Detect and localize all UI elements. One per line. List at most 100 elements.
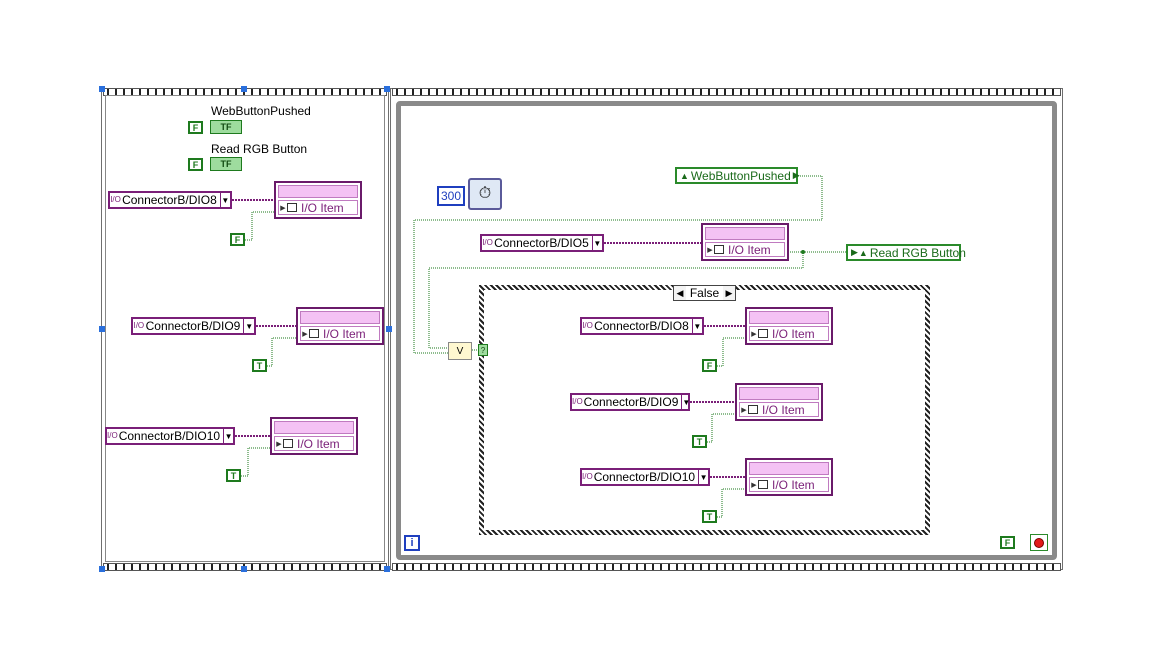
case-next-arrow[interactable]: ▶ <box>723 286 735 300</box>
false-constant[interactable]: F <box>188 158 203 171</box>
indicator-label-webbuttonpushed: WebButtonPushed <box>211 104 311 118</box>
triangle-icon: ▶ <box>302 330 308 338</box>
frame-2-film-bottom <box>392 563 1061 571</box>
or-function[interactable]: V <box>448 342 472 360</box>
property-node-header <box>739 387 819 400</box>
local-variable-label: WebButtonPushed <box>690 168 791 183</box>
property-node-header <box>705 227 785 240</box>
webbuttonpushed-indicator[interactable]: TF <box>210 120 242 134</box>
arrow-icon: ▶ <box>792 170 800 180</box>
iteration-terminal[interactable]: i <box>404 535 420 551</box>
chevron-down-icon[interactable]: ▼ <box>223 429 233 443</box>
io-name-dio8[interactable]: I/O ConnectorB/DIO8 ▼ <box>580 317 704 335</box>
chevron-down-icon[interactable]: ▼ <box>243 319 254 333</box>
chevron-down-icon[interactable]: ▼ <box>698 470 708 484</box>
property-node-dio5[interactable]: ▶I/O Item <box>701 223 789 261</box>
io-name-dio8[interactable]: I/O ConnectorB/DIO8 ▼ <box>108 191 232 209</box>
loop-condition-terminal[interactable] <box>1030 534 1048 551</box>
io-name-text: ConnectorB/DIO10 <box>593 470 696 484</box>
chevron-down-icon[interactable]: ▼ <box>691 319 702 333</box>
io-glyph-icon: I/O <box>107 431 118 440</box>
selection-handle[interactable] <box>384 86 390 92</box>
io-name-text: ConnectorB/DIO8 <box>594 319 689 333</box>
or-label: V <box>456 345 464 357</box>
case-selector-label: False <box>689 286 720 300</box>
wait-ms-constant[interactable]: 300 <box>437 186 465 206</box>
selection-handle[interactable] <box>386 326 392 332</box>
io-glyph-icon: I/O <box>133 321 145 330</box>
property-row[interactable]: ▶I/O Item <box>749 477 829 492</box>
property-row[interactable]: ▶I/O Item <box>705 242 785 257</box>
local-variable-webbuttonpushed[interactable]: ▲ WebButtonPushed ▶ <box>675 167 800 184</box>
io-name-text: ConnectorB/DIO9 <box>583 395 679 409</box>
selection-handle[interactable] <box>241 86 247 92</box>
frame-2-film-top <box>392 88 1061 96</box>
boolean-indicator-glyph: TF <box>220 159 232 169</box>
stopwatch-icon: ⏱ <box>478 185 492 202</box>
property-label: I/O Item <box>301 200 344 215</box>
io-name-dio9[interactable]: I/O ConnectorB/DIO9 ▼ <box>570 393 690 411</box>
io-item-icon <box>758 480 768 489</box>
triangle-icon: ▶ <box>751 330 757 338</box>
chevron-down-icon[interactable]: ▼ <box>591 236 602 250</box>
property-row[interactable]: ▶I/O Item <box>749 326 829 341</box>
case-prev-arrow[interactable]: ◀ <box>674 286 686 300</box>
property-node-dio9[interactable]: ▶I/O Item <box>296 307 384 345</box>
io-name-text: ConnectorB/DIO10 <box>118 429 221 443</box>
io-name-text: ConnectorB/DIO8 <box>122 193 217 207</box>
property-node-dio10[interactable]: ▶I/O Item <box>270 417 358 455</box>
io-name-dio9[interactable]: I/O ConnectorB/DIO9 ▼ <box>131 317 256 335</box>
io-name-text: ConnectorB/DIO9 <box>145 319 241 333</box>
io-name-dio5[interactable]: I/O ConnectorB/DIO5 ▼ <box>480 234 604 252</box>
io-item-icon <box>748 405 758 414</box>
io-glyph-icon: I/O <box>482 238 493 247</box>
io-item-icon <box>309 329 319 338</box>
property-row[interactable]: ▶ I/O Item <box>739 402 819 417</box>
selection-handle[interactable] <box>99 566 105 572</box>
property-node-dio10[interactable]: ▶I/O Item <box>745 458 833 496</box>
property-label: I/O Item <box>297 436 340 451</box>
selection-handle[interactable] <box>99 326 105 332</box>
true-constant[interactable]: T <box>692 435 707 448</box>
false-constant[interactable]: F <box>1000 536 1015 549</box>
true-constant[interactable]: T <box>252 359 267 372</box>
local-variable-read-rgb-button[interactable]: ▶ ▲ Read RGB Button <box>846 244 966 261</box>
property-label: I/O Item <box>762 402 805 417</box>
chevron-down-icon[interactable]: ▼ <box>681 395 690 409</box>
io-glyph-icon: I/O <box>582 472 593 481</box>
triangle-icon: ▶ <box>707 246 713 254</box>
case-selector-terminal[interactable]: ? <box>478 344 488 356</box>
false-constant[interactable]: F <box>702 359 717 372</box>
wait-ms-function[interactable]: ⏱ <box>468 178 502 210</box>
property-row[interactable]: ▶I/O Item <box>274 436 354 451</box>
stop-icon <box>1034 537 1044 548</box>
false-constant[interactable]: F <box>188 121 203 134</box>
io-item-icon <box>287 203 297 212</box>
io-item-icon <box>714 245 724 254</box>
io-item-icon <box>283 439 293 448</box>
arrow-icon: ▲ <box>680 170 689 181</box>
property-row[interactable]: ▶I/O Item <box>278 200 358 215</box>
property-node-dio8[interactable]: ▶I/O Item <box>745 307 833 345</box>
property-node-dio9[interactable]: ▶ I/O Item <box>735 383 823 421</box>
arrow-icon: ▲ <box>858 247 868 258</box>
io-glyph-icon: I/O <box>572 397 583 406</box>
false-constant[interactable]: F <box>230 233 245 246</box>
chevron-down-icon[interactable]: ▼ <box>219 193 230 207</box>
selection-handle[interactable] <box>384 566 390 572</box>
selection-handle[interactable] <box>241 566 247 572</box>
io-name-dio10[interactable]: I/O ConnectorB/DIO10 ▼ <box>105 427 235 445</box>
case-selector[interactable]: ◀ False ▶ <box>673 285 736 301</box>
true-constant[interactable]: T <box>226 469 241 482</box>
true-constant[interactable]: T <box>702 510 717 523</box>
selection-handle[interactable] <box>99 86 105 92</box>
local-variable-label: Read RGB Button <box>869 245 966 260</box>
triangle-icon: ▶ <box>741 406 747 414</box>
read-rgb-button-indicator[interactable]: TF <box>210 157 242 171</box>
frame-1-inner-border <box>105 95 385 562</box>
property-row[interactable]: ▶I/O Item <box>300 326 380 341</box>
property-node-dio8[interactable]: ▶I/O Item <box>274 181 362 219</box>
boolean-indicator-glyph: TF <box>220 122 232 132</box>
arrow-icon: ▶ <box>851 247 858 257</box>
io-name-dio10[interactable]: I/O ConnectorB/DIO10 ▼ <box>580 468 710 486</box>
